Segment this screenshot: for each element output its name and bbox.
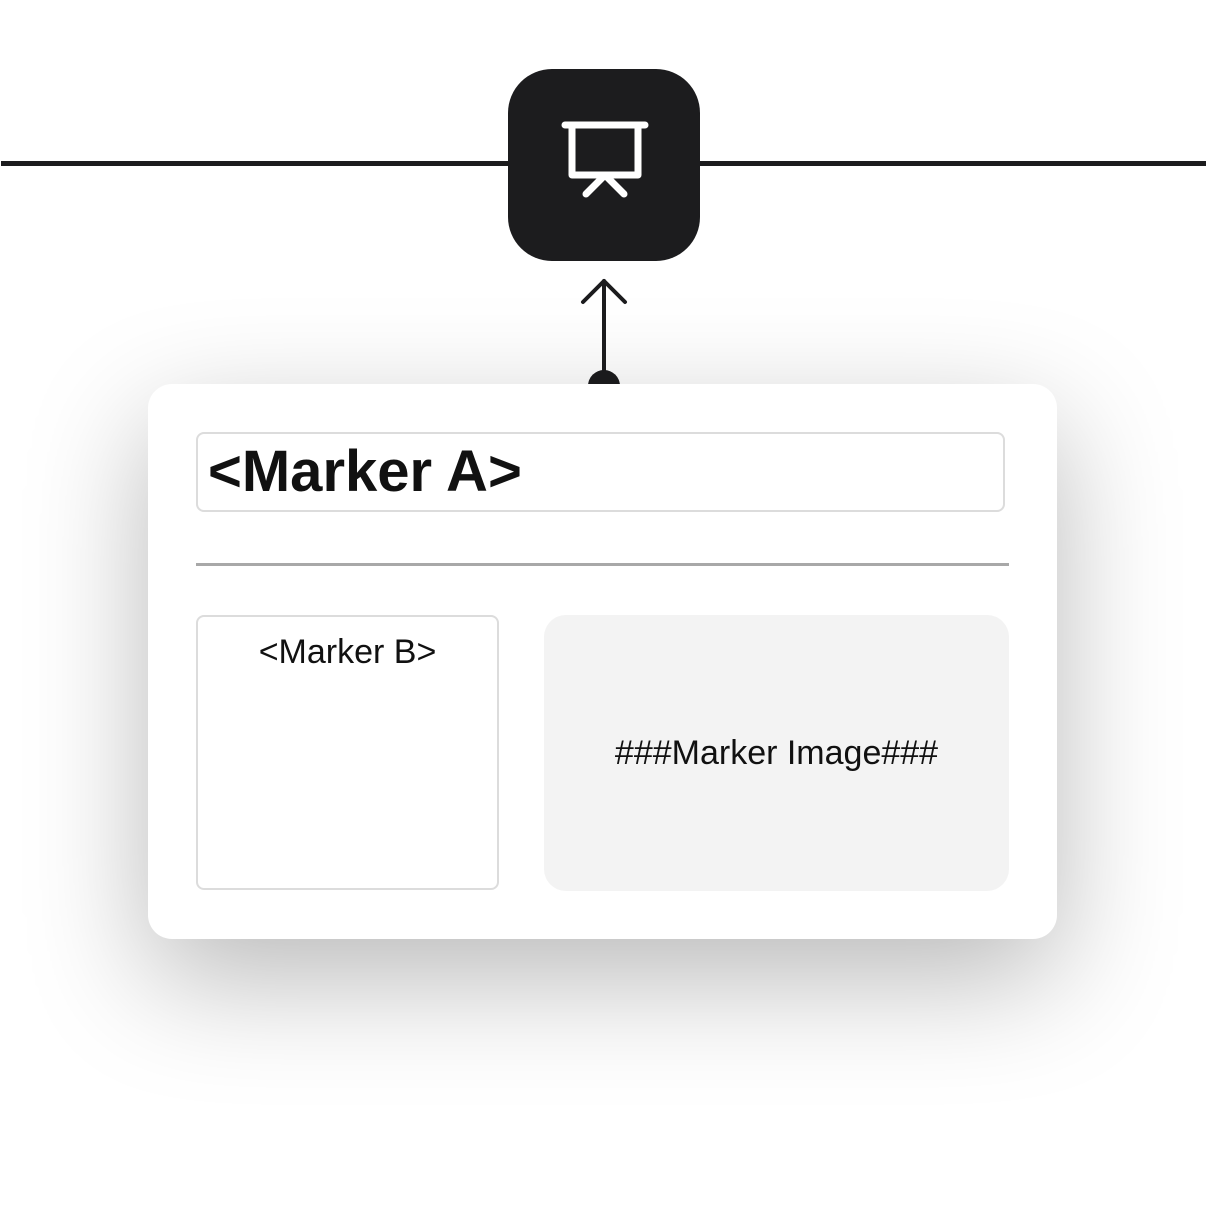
marker-card: <Marker A> <Marker B> ###Marker Image### <box>148 384 1057 939</box>
presentation-board-icon <box>561 121 649 198</box>
marker-title: <Marker A> <box>208 439 522 504</box>
timeline-node[interactable] <box>508 69 700 261</box>
marker-image-placeholder[interactable]: ###Marker Image### <box>544 615 1009 891</box>
card-divider <box>196 563 1009 566</box>
marker-image-label: ###Marker Image### <box>614 733 939 772</box>
marker-text-box[interactable]: <Marker B> <box>196 615 499 890</box>
marker-title-field[interactable]: <Marker A> <box>196 432 1005 512</box>
marker-text-label: <Marker B> <box>258 633 437 671</box>
